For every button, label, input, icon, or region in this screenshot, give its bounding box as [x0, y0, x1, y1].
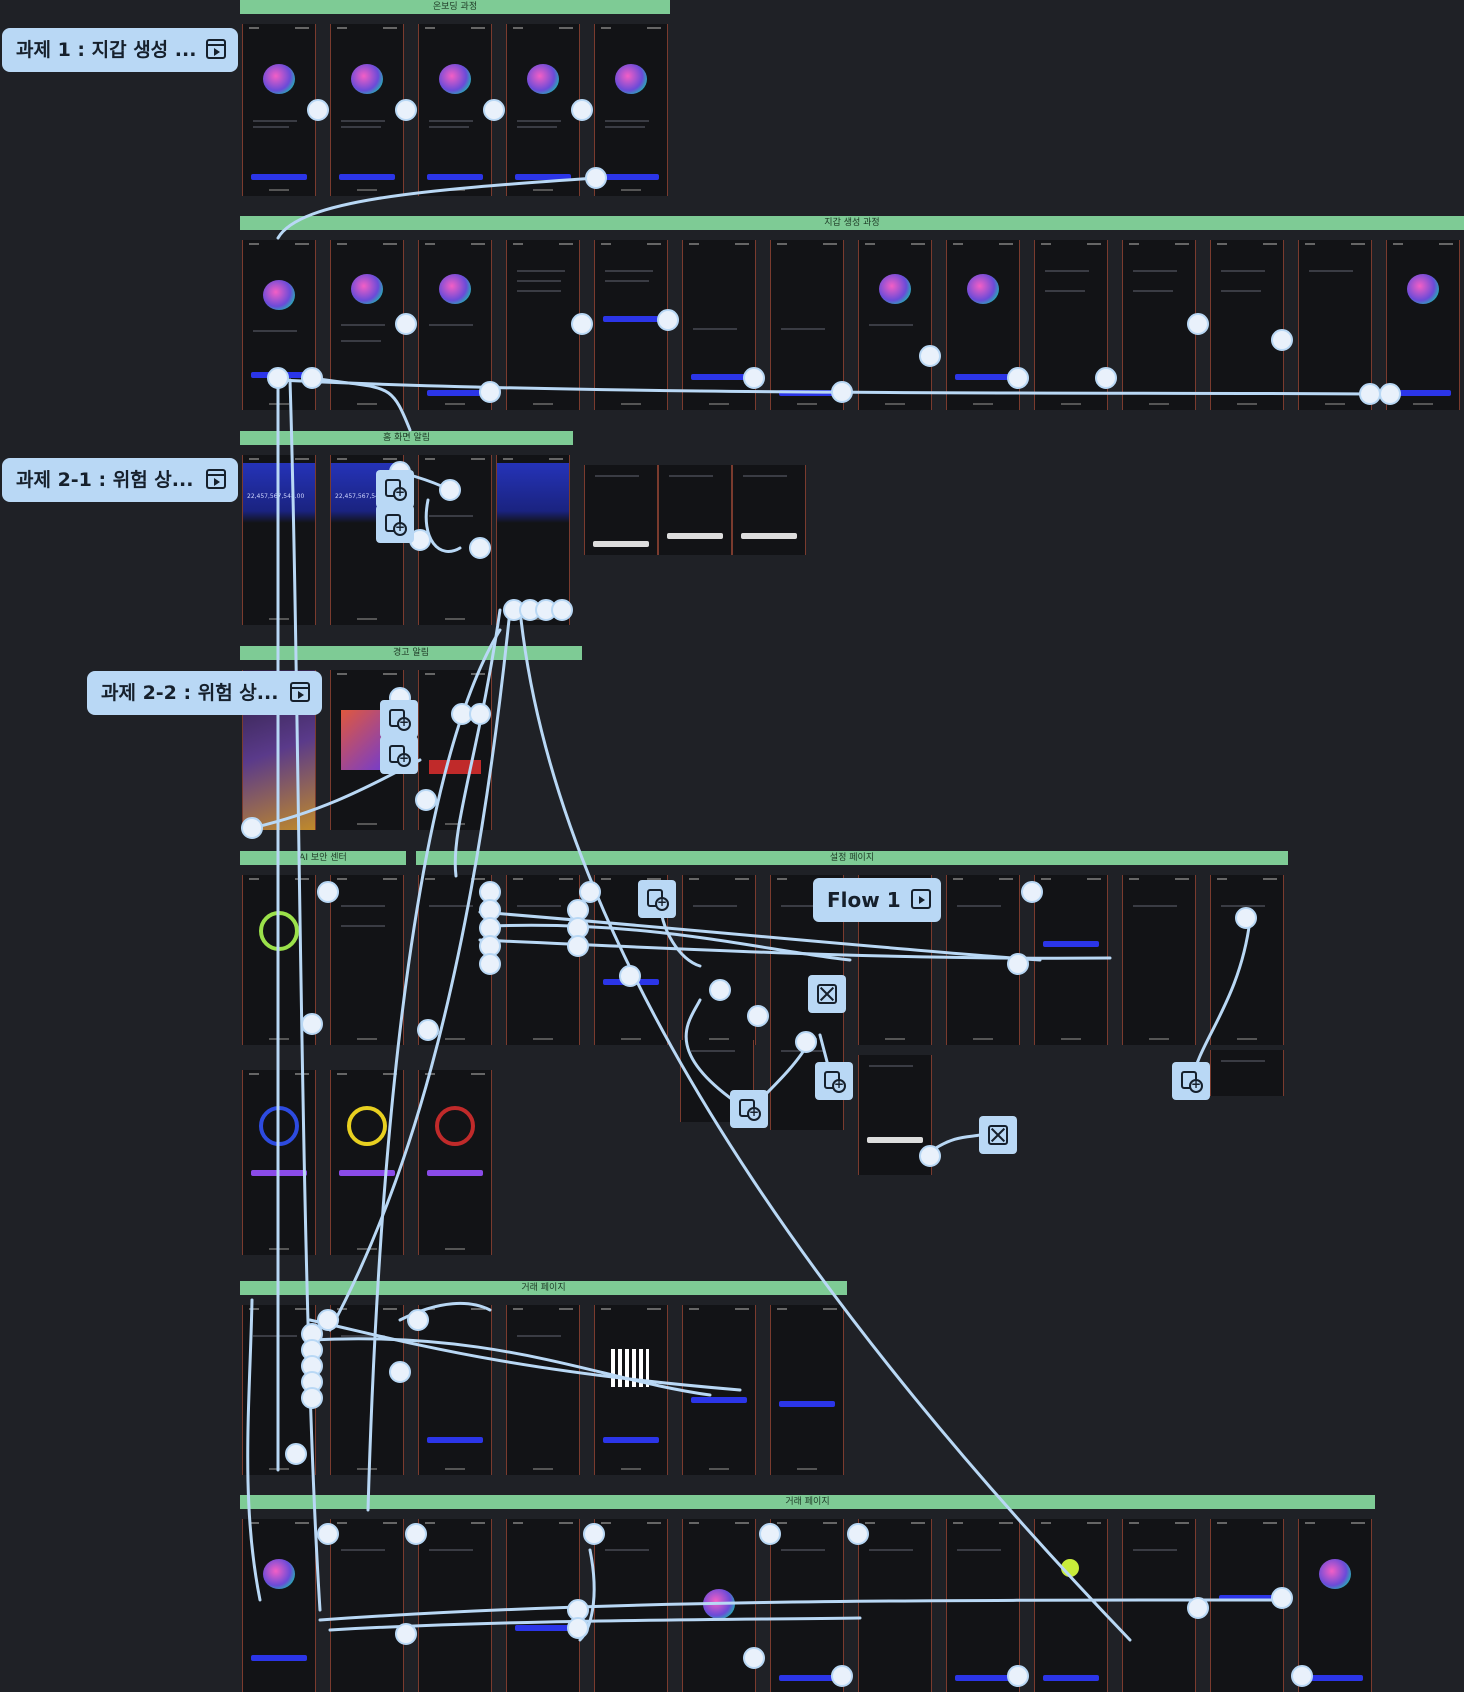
add-screen-icon[interactable]: [376, 505, 414, 543]
screen-ai-1[interactable]: [242, 875, 316, 1045]
flow-label-text: Flow 1: [827, 888, 901, 912]
screen-onboarding-1[interactable]: [242, 24, 316, 196]
screen-settings-sub-3[interactable]: [858, 1055, 932, 1175]
screen-wallet-12[interactable]: [1210, 240, 1284, 410]
section-settings: 설정 페이지: [416, 851, 1288, 865]
screen-trade2-13[interactable]: [1298, 1519, 1372, 1692]
task-label-2-1-text: 과제 2-1 : 위험 상...: [16, 469, 193, 491]
screen-trade2-5[interactable]: [594, 1519, 668, 1692]
screen-wallet-8[interactable]: [858, 240, 932, 410]
screen-onboarding-2[interactable]: [330, 24, 404, 196]
screen-trade2-1[interactable]: [242, 1519, 316, 1692]
add-screen-icon[interactable]: [380, 736, 418, 774]
add-screen-icon[interactable]: [376, 470, 414, 508]
screen-alert-3[interactable]: [418, 670, 492, 830]
screen-trade2-12[interactable]: [1210, 1519, 1284, 1692]
screen-wallet-3[interactable]: [418, 240, 492, 410]
screen-ai-4[interactable]: [330, 1070, 404, 1255]
section-warning-alert: 경고 알림: [240, 646, 582, 660]
screen-ai-3[interactable]: [242, 1070, 316, 1255]
task-label-1[interactable]: 과제 1 : 지갑 생성 ...: [2, 28, 238, 72]
screen-trade1-2[interactable]: [330, 1305, 404, 1475]
screen-trade1-5[interactable]: [594, 1305, 668, 1475]
task-label-2-2-text: 과제 2-2 : 위험 상...: [101, 682, 278, 704]
screen-settings-4[interactable]: [682, 875, 756, 1045]
section-trade-2: 거래 페이지: [240, 1495, 1375, 1509]
screen-onboarding-5[interactable]: [594, 24, 668, 196]
close-box-icon[interactable]: [808, 975, 846, 1013]
section-ai-security: AI 보안 센터: [240, 851, 406, 865]
screen-wallet-5[interactable]: [594, 240, 668, 410]
screen-home-6[interactable]: [658, 465, 732, 555]
screen-wallet-6[interactable]: [682, 240, 756, 410]
play-box-icon[interactable]: [290, 682, 310, 702]
play-box-icon[interactable]: [911, 889, 931, 909]
screen-trade2-8[interactable]: [858, 1519, 932, 1692]
section-onboarding: 온보딩 과정: [240, 0, 670, 14]
screen-wallet-7[interactable]: [770, 240, 844, 410]
add-screen-icon[interactable]: [1172, 1062, 1210, 1100]
screen-settings-sub-4[interactable]: [1210, 1050, 1284, 1096]
screen-ai-2[interactable]: [330, 875, 404, 1045]
screen-onboarding-4[interactable]: [506, 24, 580, 196]
screen-settings-9[interactable]: [1122, 875, 1196, 1045]
screen-trade2-11[interactable]: [1122, 1519, 1196, 1692]
section-trade-1: 거래 페이지: [240, 1281, 847, 1295]
section-wallet-creation: 지갑 생성 과정: [240, 216, 1464, 230]
screen-ai-5[interactable]: [418, 1070, 492, 1255]
add-screen-icon[interactable]: [638, 880, 676, 918]
screen-wallet-4[interactable]: [506, 240, 580, 410]
screen-wallet-13[interactable]: [1298, 240, 1372, 410]
screen-wallet-10[interactable]: [1034, 240, 1108, 410]
screen-home-7[interactable]: [732, 465, 806, 555]
screen-trade2-6[interactable]: [682, 1519, 756, 1692]
screen-trade1-4[interactable]: [506, 1305, 580, 1475]
screen-settings-1[interactable]: [418, 875, 492, 1045]
section-home-alert: 홈 화면 알림: [240, 431, 573, 445]
task-label-2-1[interactable]: 과제 2-1 : 위험 상...: [2, 458, 238, 502]
play-box-icon[interactable]: [206, 39, 226, 59]
screen-trade1-7[interactable]: [770, 1305, 844, 1475]
play-box-icon[interactable]: [206, 469, 226, 489]
screen-trade2-9[interactable]: [946, 1519, 1020, 1692]
add-screen-icon[interactable]: [380, 700, 418, 738]
screen-wallet-1[interactable]: [242, 240, 316, 410]
screen-settings-2[interactable]: [506, 875, 580, 1045]
screen-trade1-6[interactable]: [682, 1305, 756, 1475]
screen-settings-8[interactable]: [1034, 875, 1108, 1045]
flow-label[interactable]: Flow 1: [813, 878, 941, 922]
screen-wallet-11[interactable]: [1122, 240, 1196, 410]
balance-text: 22,457,567,548.00: [247, 493, 304, 500]
screen-home-5[interactable]: [584, 465, 658, 555]
screen-home-1[interactable]: 22,457,567,548.00: [242, 455, 316, 625]
screen-home-4[interactable]: [496, 455, 570, 625]
add-screen-icon[interactable]: [815, 1062, 853, 1100]
add-screen-icon[interactable]: [730, 1090, 768, 1128]
screen-trade1-3[interactable]: [418, 1305, 492, 1475]
screen-trade2-2[interactable]: [330, 1519, 404, 1692]
screen-trade2-10[interactable]: [1034, 1519, 1108, 1692]
screen-settings-10[interactable]: [1210, 875, 1284, 1045]
screen-onboarding-3[interactable]: [418, 24, 492, 196]
screen-home-3[interactable]: [418, 455, 492, 625]
screen-settings-7[interactable]: [946, 875, 1020, 1045]
close-box-icon[interactable]: [979, 1116, 1017, 1154]
screen-trade2-4[interactable]: [506, 1519, 580, 1692]
screen-trade2-3[interactable]: [418, 1519, 492, 1692]
screen-wallet-9[interactable]: [946, 240, 1020, 410]
screen-trade2-7[interactable]: [770, 1519, 844, 1692]
screen-trade1-1[interactable]: [242, 1305, 316, 1475]
screen-wallet-2[interactable]: [330, 240, 404, 410]
screen-wallet-14[interactable]: [1386, 240, 1460, 410]
task-label-1-text: 과제 1 : 지갑 생성 ...: [16, 39, 196, 61]
task-label-2-2[interactable]: 과제 2-2 : 위험 상...: [87, 671, 322, 715]
